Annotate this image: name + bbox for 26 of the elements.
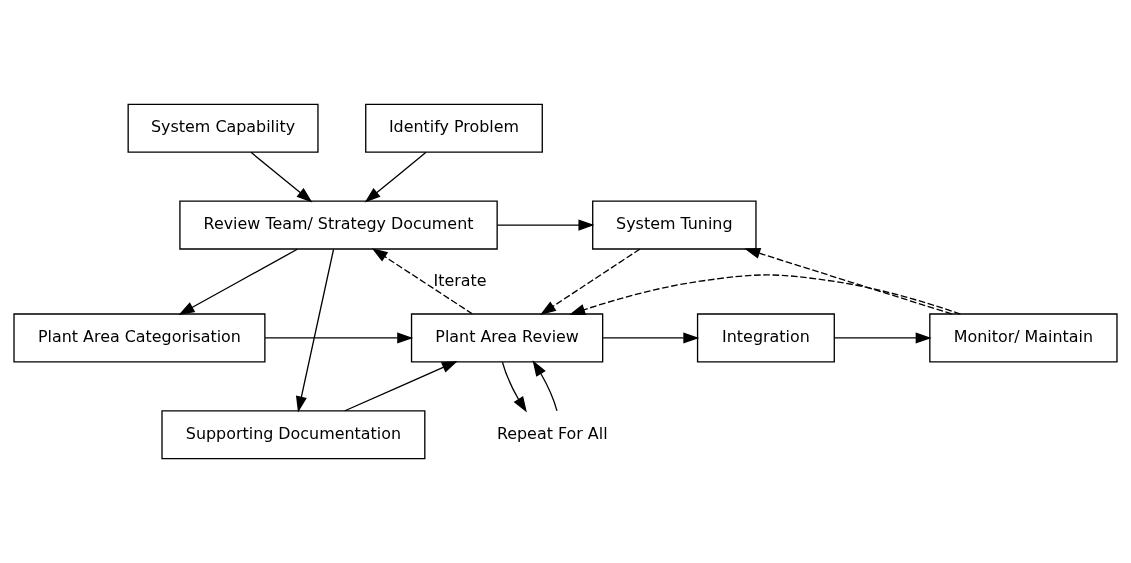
- arrow: [501, 361, 527, 413]
- node-box: Monitor/ Maintain: [929, 313, 1118, 363]
- node-box: Plant Area Categorisation: [13, 313, 266, 363]
- arrow: [371, 248, 473, 315]
- arrow: [833, 332, 932, 344]
- arrow: [295, 248, 335, 413]
- arrow: [532, 360, 558, 412]
- arrow: [264, 332, 414, 344]
- node-box: System Tuning: [592, 200, 757, 250]
- node-box: System Capability: [127, 103, 319, 153]
- arrow: [250, 151, 313, 203]
- arrow: [344, 361, 458, 412]
- node-text: Repeat For All: [496, 423, 608, 443]
- node-box: Plant Area Review: [410, 313, 604, 363]
- node-box: Supporting Documentation: [161, 410, 426, 460]
- arrow: [496, 219, 595, 231]
- arrow: [602, 332, 700, 344]
- edge-label: Iterate: [433, 270, 487, 290]
- arrow: [540, 248, 641, 315]
- node-box: Integration: [696, 313, 835, 363]
- arrow: [744, 248, 953, 315]
- arrow: [364, 151, 427, 203]
- node-box: Identify Problem: [365, 103, 543, 153]
- node-box: Review Team/ Strategy Document: [179, 200, 498, 250]
- arrow: [178, 248, 298, 315]
- arrow: [569, 274, 961, 315]
